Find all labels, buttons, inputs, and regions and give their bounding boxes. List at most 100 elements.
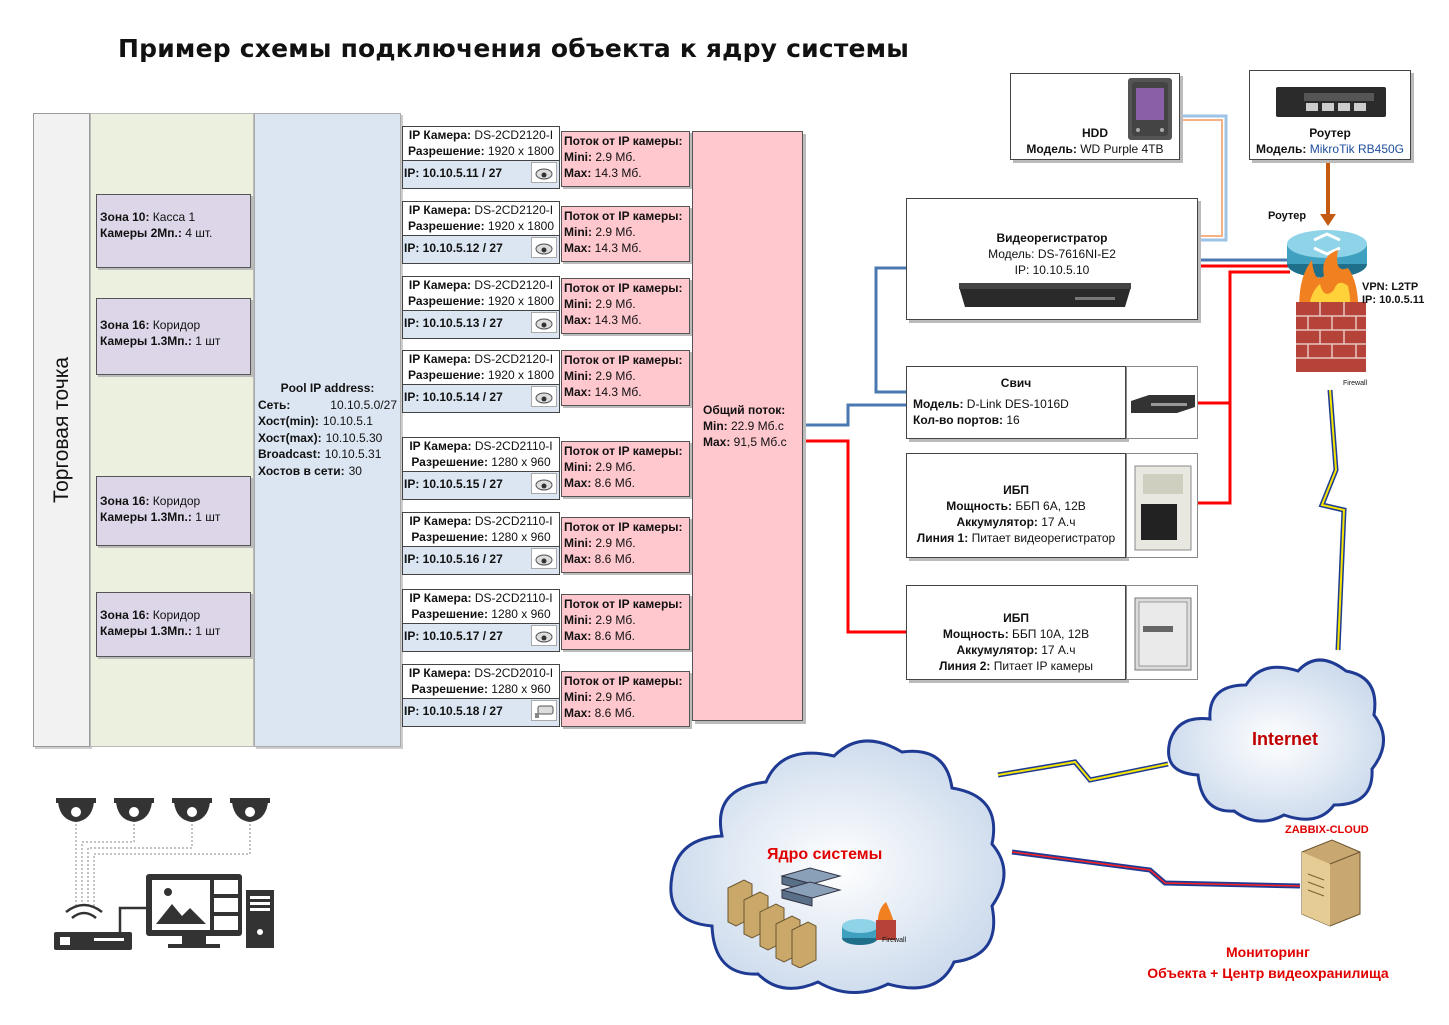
pool-row-value: 10.10.5.31 (324, 447, 382, 461)
zone-cameras-label: Камеры 1.3Мп.: (100, 334, 192, 348)
cctv-illustration (54, 798, 274, 950)
camera-res-label: Разрешение: (407, 219, 485, 233)
zone-title: Зона 16: (100, 608, 150, 622)
zone-cameras-count: 1 шт (191, 510, 221, 524)
vpn-type: VPN: L2TP (1362, 281, 1419, 293)
flow-max: 14.3 Мб. (591, 241, 642, 255)
zone-title: Зона 10: (100, 210, 150, 224)
camera-label: IP Камера: (408, 203, 472, 217)
page-title: Пример схемы подключения объекта к ядру … (118, 34, 910, 63)
core-cloud (669, 739, 1006, 994)
camera-resolution: 1920 x 1800 (484, 144, 554, 158)
flow-max-label: Max: (564, 629, 592, 643)
pool-heading: Pool IP address: (280, 381, 375, 395)
flow-min-label: Mini: (564, 536, 592, 550)
hdd-name: HDD (1082, 126, 1108, 140)
camera-flow-box: Поток от IP камеры:Mini: 2.9 Мб.Max: 8.6… (561, 671, 690, 727)
flow-max: 14.3 Мб. (591, 313, 642, 327)
flow-min-label: Mini: (564, 369, 592, 383)
bullet-camera-icon (531, 700, 557, 721)
ups-battery-label: Аккумулятор: (956, 515, 1038, 529)
ups-name: ИБП (1003, 611, 1029, 625)
pool-row: Хост(min):10.10.5.1 (258, 413, 397, 430)
camera-resolution: 1280 x 960 (487, 682, 551, 696)
flow-max: 8.6 Мб. (591, 706, 635, 720)
flow-max-label: Max: (564, 476, 592, 490)
server-rack-icon (724, 878, 836, 969)
pool-row-label: Хостов в сети: (258, 463, 345, 478)
pool-row-value: 10.10.5.0/27 (330, 397, 397, 412)
flow-heading: Поток от IP камеры: (564, 134, 683, 148)
flow-max-label: Max: (564, 385, 592, 399)
router-model: MikroTik RB450G (1306, 142, 1405, 156)
dome-camera-icon (531, 386, 557, 407)
total-heading: Общий поток: (703, 403, 786, 417)
line-switch-to-nvr (874, 266, 906, 394)
camera-label: IP Камера: (408, 666, 472, 680)
camera-model: DS-2CD2120-I (471, 203, 554, 217)
hdd-icon (1128, 78, 1172, 140)
flow-heading: Поток от IP камеры: (564, 281, 683, 295)
flow-max-label: Max: (564, 552, 592, 566)
pool-row: Хостов в сети:30 (258, 463, 397, 480)
total-min-label: Min: (703, 419, 728, 433)
monitor-icon (146, 874, 242, 948)
ups1-image (1126, 453, 1198, 558)
zone-name: Касса 1 (149, 210, 196, 224)
line-ups1 (1198, 403, 1232, 505)
ups2-box: ИБП Мощность: ББП 10А, 12В Аккумулятор: … (906, 585, 1126, 680)
zone-card: Зона 16: Коридор Камеры 1.3Мп.: 1 шт (96, 476, 251, 546)
pool-row-label: Хост(min): (258, 414, 319, 428)
camera-flow-box: Поток от IP камеры:Mini: 2.9 Мб.Max: 8.6… (561, 594, 690, 650)
camera-ip: IP: 10.10.5.18 / 27 (404, 704, 503, 718)
ups-line: Питает IP камеры (990, 659, 1094, 673)
pool-row-label: Broadcast: (258, 447, 321, 461)
nvr-model: Модель: DS-7616NI-E2 (988, 247, 1116, 261)
ups-line-label: Линия 2: (938, 659, 991, 673)
camera-ip: IP: 10.10.5.12 / 27 (404, 241, 503, 255)
camera-resolution: 1280 x 960 (487, 607, 551, 621)
camera-res-label: Разрешение: (411, 607, 488, 621)
ups-battery: 17 А.ч (1037, 515, 1076, 529)
ups2-image (1126, 585, 1198, 680)
flow-max: 14.3 Мб. (591, 166, 642, 180)
flow-heading: Поток от IP камеры: (564, 520, 683, 534)
camera-model: DS-2CD2010-I (471, 666, 554, 680)
camera-ip: IP: 10.10.5.15 / 27 (404, 477, 503, 491)
camera-ip: IP: 10.10.5.17 / 27 (404, 629, 503, 643)
router-box: Роутер Модель: MikroTik RB450G (1249, 70, 1411, 160)
store-column: Торговая точка (33, 113, 90, 747)
camera-model: DS-2CD2110-I (471, 439, 553, 453)
router-model-label: Модель: (1255, 142, 1307, 156)
camera-res-label: Разрешение: (407, 294, 485, 308)
zone-title: Зона 16: (100, 494, 150, 508)
vpn-ip: IP: 10.0.5.11 (1362, 294, 1425, 306)
line-total-to-ups2 (803, 439, 906, 634)
pool-row-label: Хост(max): (258, 430, 322, 445)
zone-cameras-count: 4 шт. (181, 226, 213, 240)
flow-min: 2.9 Мб. (592, 613, 636, 627)
line-hdd-to-nvr-orange (1180, 119, 1223, 237)
dome-camera-icon (531, 473, 557, 494)
camera-flow-box: Поток от IP камеры:Mini: 2.9 Мб.Max: 14.… (561, 278, 690, 334)
pool-row-value: 10.10.5.1 (322, 414, 373, 428)
router-device-icon (1274, 83, 1388, 119)
flow-max-label: Max: (564, 166, 592, 180)
flow-heading: Поток от IP камеры: (564, 674, 683, 688)
camera-flow-box: Поток от IP камеры:Mini: 2.9 Мб.Max: 14.… (561, 206, 690, 262)
pool-row-value: 10.10.5.30 (325, 430, 383, 445)
total-min: 22.9 Мб.с (727, 419, 784, 433)
flow-max: 8.6 Мб. (591, 552, 635, 566)
camera-res-label: Разрешение: (411, 455, 488, 469)
hdd-box: HDD Модель: WD Purple 4TB (1010, 73, 1180, 160)
camera-resolution: 1280 x 960 (487, 455, 551, 469)
zone-title: Зона 16: (100, 318, 150, 332)
flow-max: 8.6 Мб. (591, 476, 635, 490)
ups-line-label: Линия 1: (916, 531, 969, 545)
arrow-head (1320, 214, 1336, 226)
camera-model: DS-2CD2110-I (471, 514, 553, 528)
flow-min: 2.9 Мб. (592, 690, 636, 704)
